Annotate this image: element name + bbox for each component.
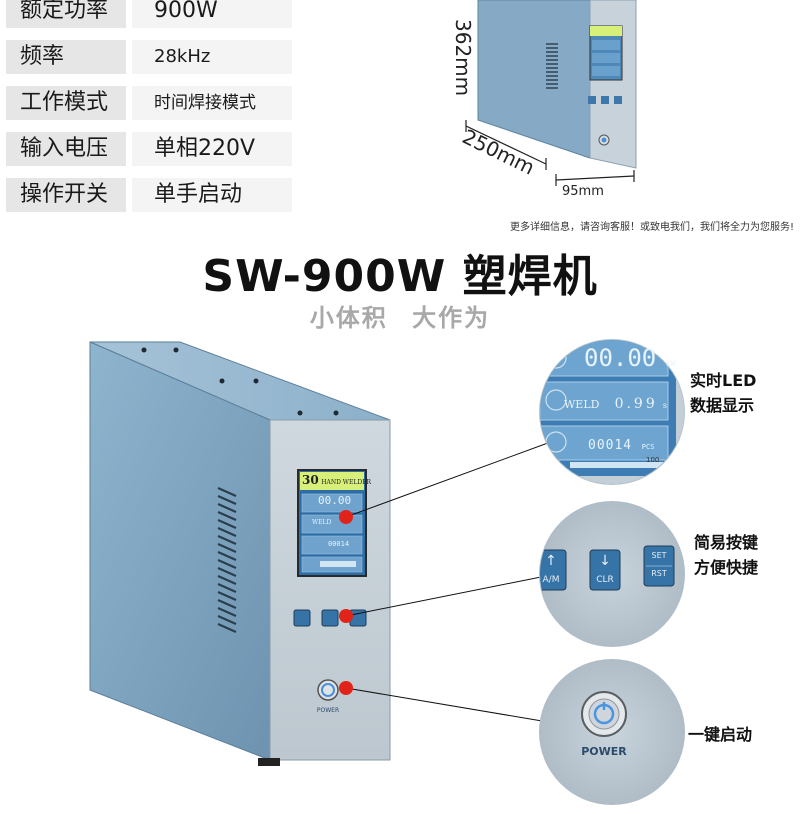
callout-keys-line1: 简易按键: [694, 533, 759, 552]
spec-value: 单相220V: [132, 132, 292, 166]
spec-value: 单手启动: [132, 178, 292, 212]
spec-value: 时间焊接模式: [132, 86, 292, 120]
zoom-count-value: 00014: [588, 438, 633, 453]
power-button-small: [317, 679, 339, 701]
zoom-power-number: 00.00: [584, 344, 657, 372]
zoom-weld-value: 0.99: [614, 396, 658, 412]
screen-count-small: 00014: [328, 540, 350, 548]
svg-text:↓: ↓: [599, 553, 611, 569]
zoom-count-row: 00014 PCS: [588, 434, 654, 453]
zoom-power-value: 00.00 kW: [584, 344, 676, 372]
set-button-label: SET: [651, 551, 667, 560]
zoom-weld-unit: s: [662, 401, 667, 410]
screen-weld-small: WELD: [312, 519, 332, 526]
callout-keys: 简易按键 方便快捷: [694, 530, 758, 580]
callout-line-screen: [345, 439, 557, 518]
callout-led-line1: 实时LED: [690, 371, 757, 390]
power-label: POWER: [581, 745, 627, 758]
callout-line-keys: [345, 575, 547, 617]
spec-row-mode: 工作模式 时间焊接模式: [6, 84, 292, 126]
svg-text:↑: ↑: [545, 553, 557, 569]
zoom-lcd: [539, 339, 685, 485]
am-button-label: A/M: [542, 575, 560, 585]
clr-button-label: CLR: [596, 575, 614, 585]
zoom-weld-label: WELD: [564, 398, 600, 411]
clr-button-small: [321, 609, 339, 627]
screen-header: 30 HAND WELDER: [302, 473, 371, 487]
spec-label: 操作开关: [6, 178, 126, 212]
spec-label: 工作模式: [6, 86, 126, 120]
side-vent: [217, 486, 237, 634]
spec-row-switch: 操作开关 单手启动: [6, 176, 292, 218]
callout-led: 实时LED 数据显示: [690, 368, 756, 418]
page-subtitle: 小体积 大作为: [309, 304, 491, 332]
spec-value: 900W: [132, 0, 292, 28]
marker-keys: [339, 609, 353, 623]
spec-table: 额定功率 900W 频率 28kHz 工作模式 时间焊接模式 输入电压 单相22…: [6, 0, 292, 222]
zoom-keys: ↑ ↓: [539, 501, 685, 647]
spec-label: 额定功率: [6, 0, 126, 28]
callout-line-power: [345, 687, 549, 723]
spec-row-voltage: 输入电压 单相220V: [6, 130, 292, 172]
zoom-bar-label: 100: [646, 456, 660, 464]
dimension-device-image: [465, 0, 637, 186]
callout-led-line2: 数据显示: [690, 396, 755, 415]
callout-start-text: 一键启动: [688, 725, 753, 744]
callout-start: 一键启动: [688, 722, 752, 747]
spec-row-frequency: 频率 28kHz: [6, 38, 292, 80]
callout-keys-line2: 方便快捷: [694, 558, 759, 577]
zoom-power-unit: kW: [665, 359, 676, 368]
spec-row-power: 额定功率 900W: [6, 0, 292, 34]
spec-value: 28kHz: [132, 40, 292, 74]
rst-button-label: RST: [651, 569, 667, 578]
screen-header-num: 30: [302, 473, 319, 487]
zoom-weld-row: WELD 0.99 s: [564, 393, 667, 412]
width-dimension: 95mm: [562, 184, 604, 199]
screen-header-text: HAND WELDER: [321, 479, 372, 486]
dimension-drawing: 362mm 250mm 95mm: [430, 0, 670, 200]
zoom-power: [539, 659, 685, 805]
page-title: SW-900W 塑焊机: [202, 251, 598, 302]
service-note: 更多详细信息，请咨询客服！或致电我们，我们将全力为您服务!: [509, 222, 794, 233]
screen-power-small: 00.00: [318, 494, 352, 507]
zoom-count-unit: PCS: [641, 443, 655, 451]
am-button-small: [293, 609, 311, 627]
marker-screen: [339, 510, 353, 524]
marker-power: [339, 681, 353, 695]
spec-label: 输入电压: [6, 132, 126, 166]
clr-button: [589, 549, 621, 591]
power-label-small: POWER: [316, 707, 340, 714]
spec-label: 频率: [6, 40, 126, 74]
am-button: [540, 549, 567, 591]
